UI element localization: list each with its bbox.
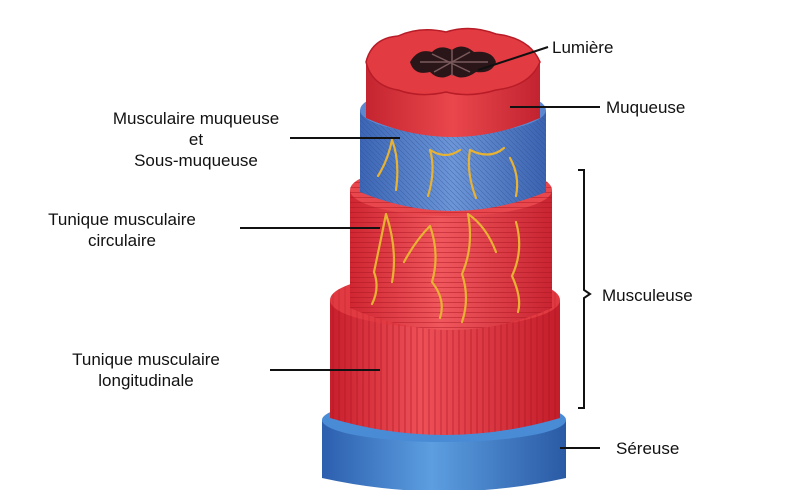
label-longitudinale-line2: longitudinale <box>72 370 220 391</box>
label-musculaire-muqueuse-line3: Sous-muqueuse <box>113 150 279 171</box>
mucosa-layer <box>366 28 540 137</box>
label-musculaire-muqueuse: Musculaire muqueuse et Sous-muqueuse <box>113 108 279 171</box>
label-musculaire-muqueuse-line1: Musculaire muqueuse <box>113 108 279 129</box>
label-circulaire-line1: Tunique musculaire <box>48 209 196 230</box>
label-longitudinale: Tunique musculaire longitudinale <box>72 349 220 391</box>
label-circulaire-line2: circulaire <box>48 230 196 251</box>
musculeuse-brace <box>578 170 590 408</box>
label-musculeuse: Musculeuse <box>602 285 693 306</box>
label-longitudinale-line1: Tunique musculaire <box>72 349 220 370</box>
label-muqueuse: Muqueuse <box>606 97 685 118</box>
label-circulaire: Tunique musculaire circulaire <box>48 209 196 251</box>
label-sereuse: Séreuse <box>616 438 679 459</box>
label-musculaire-muqueuse-line2: et <box>113 129 279 150</box>
label-lumiere: Lumière <box>552 37 613 58</box>
